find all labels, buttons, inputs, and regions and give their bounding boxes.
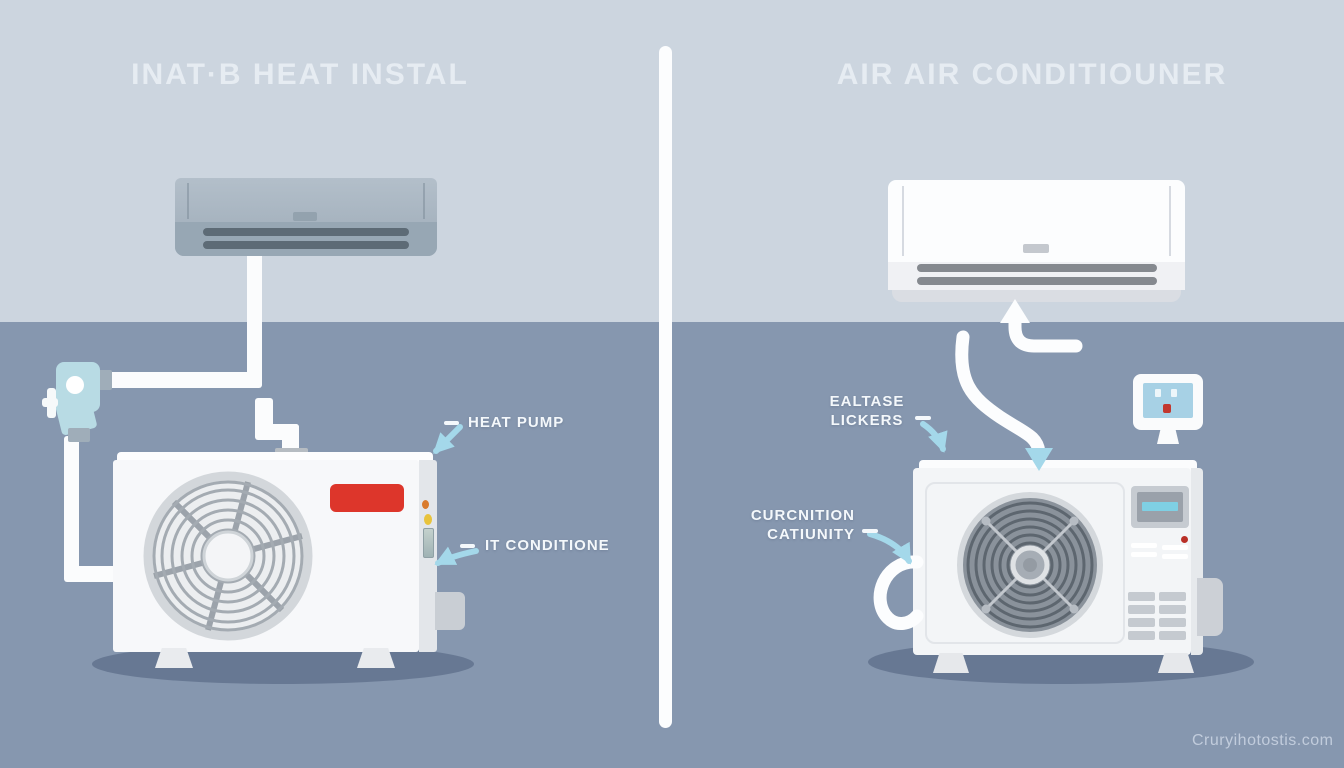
ac-vent-slat-1	[1128, 592, 1155, 601]
ac-side-port	[1197, 578, 1223, 636]
indicator-level-bar	[423, 528, 434, 558]
right-indoor-seam-right	[1169, 186, 1171, 256]
curcnition-label: CURCNITION CATIUNITY	[742, 506, 855, 544]
right-panel-title: AIR AIR CONDITIOUNER	[836, 58, 1228, 91]
left-wall-pipe-down	[64, 436, 79, 576]
ac-display-cyan-bar	[1142, 502, 1178, 511]
valve-dial-circle	[66, 376, 84, 394]
ac-label-bar-4	[1162, 554, 1188, 559]
left-refrigerant-pipe-vertical	[247, 252, 262, 386]
left-zigzag-pipe-v2	[282, 424, 299, 452]
ealtase-pointer-arrow	[920, 421, 948, 453]
ealtase-label: EALTASE LICKERS	[812, 392, 922, 430]
right-indoor-seam-left	[902, 186, 904, 256]
panel-divider	[659, 46, 672, 728]
indicator-orange-dot	[422, 500, 429, 509]
ac-label-bar-2	[1162, 545, 1188, 550]
left-indoor-badge	[293, 212, 317, 221]
it-conditione-label-dash	[460, 544, 475, 548]
heat-pump-label-dash	[444, 421, 459, 425]
heat-pump-red-label	[330, 484, 404, 512]
right-indoor-vent-slat-2	[917, 277, 1157, 285]
ac-vent-slat-8	[1159, 631, 1186, 640]
ac-vent-slat-3	[1128, 605, 1155, 614]
thermostat-screen-mark-1	[1155, 389, 1161, 397]
refrigerant-flow-line	[955, 330, 1046, 459]
left-indoor-vent-slat-2	[203, 241, 409, 249]
airflow-up-arrow	[1008, 313, 1083, 353]
left-indoor-vent-slat-1	[203, 228, 409, 236]
left-indoor-seam-right	[423, 183, 425, 219]
thermostat-screen-red-dot	[1163, 404, 1171, 413]
it-conditione-pointer-arrow	[434, 546, 479, 566]
outdoor-unit-hose	[873, 555, 924, 630]
ac-front-inset-outline	[925, 482, 1125, 644]
ac-label-bar-1	[1131, 543, 1157, 548]
right-indoor-ac-unit	[888, 180, 1185, 302]
ealtase-label-line2: LICKERS	[830, 412, 904, 429]
refrigerant-flow-arrowhead	[1025, 448, 1053, 471]
heat-pump-foot-right	[357, 648, 395, 668]
left-indoor-seam-left	[187, 183, 189, 219]
ac-vent-slat-6	[1159, 618, 1186, 627]
curcnition-label-dash	[862, 529, 878, 533]
right-indoor-vent-slat-1	[917, 264, 1157, 272]
left-refrigerant-pipe-horizontal	[92, 372, 262, 388]
indicator-yellow-dot	[424, 514, 432, 525]
watermark-text: Cruryihotostis.com	[1192, 732, 1334, 749]
curcnition-label-line2: CATIUNITY	[767, 526, 855, 543]
ealtase-label-dash	[915, 416, 931, 420]
heat-pump-foot-left	[155, 648, 193, 668]
left-zigzag-pipe-v1	[255, 398, 273, 432]
valve-bottom-connector	[68, 428, 90, 442]
left-pipe-into-unit	[64, 566, 122, 582]
left-panel-title: INAT·B HEAT INSTAL	[131, 58, 469, 91]
left-indoor-lower-section	[175, 222, 437, 256]
ac-label-bar-3	[1131, 552, 1157, 557]
ac-vent-slat-5	[1128, 618, 1155, 627]
ac-red-indicator	[1181, 536, 1188, 543]
it-conditione-label: IT CONDITIONE	[485, 537, 610, 554]
heat-pump-fan	[143, 471, 313, 641]
ealtase-label-line1: EALTASE	[829, 393, 905, 410]
valve-handle-horizontal	[42, 398, 58, 407]
curcnition-pointer-arrow	[867, 531, 912, 565]
airflow-up-arrowhead	[1000, 299, 1030, 323]
ac-foot-right	[1158, 653, 1194, 673]
air-conditioner-fan	[957, 492, 1103, 638]
right-indoor-body	[888, 180, 1185, 272]
ac-foot-left	[933, 653, 969, 673]
valve-pipe-nub	[96, 370, 112, 390]
heat-pump-pointer-arrow	[433, 424, 463, 454]
right-indoor-badge	[1023, 244, 1049, 253]
ac-vent-slat-2	[1159, 592, 1186, 601]
curcnition-label-line1: CURCNITION	[750, 507, 855, 524]
heat-pump-side-port	[435, 592, 465, 630]
ac-vent-slat-4	[1159, 605, 1186, 614]
thermostat-screen-mark-2	[1171, 389, 1177, 397]
thermostat-stand	[1157, 430, 1179, 444]
heat-pump-label: HEAT PUMP	[468, 414, 565, 431]
thermostat	[1133, 374, 1203, 444]
ac-vent-slat-7	[1128, 631, 1155, 640]
left-indoor-ac-unit	[175, 178, 437, 256]
